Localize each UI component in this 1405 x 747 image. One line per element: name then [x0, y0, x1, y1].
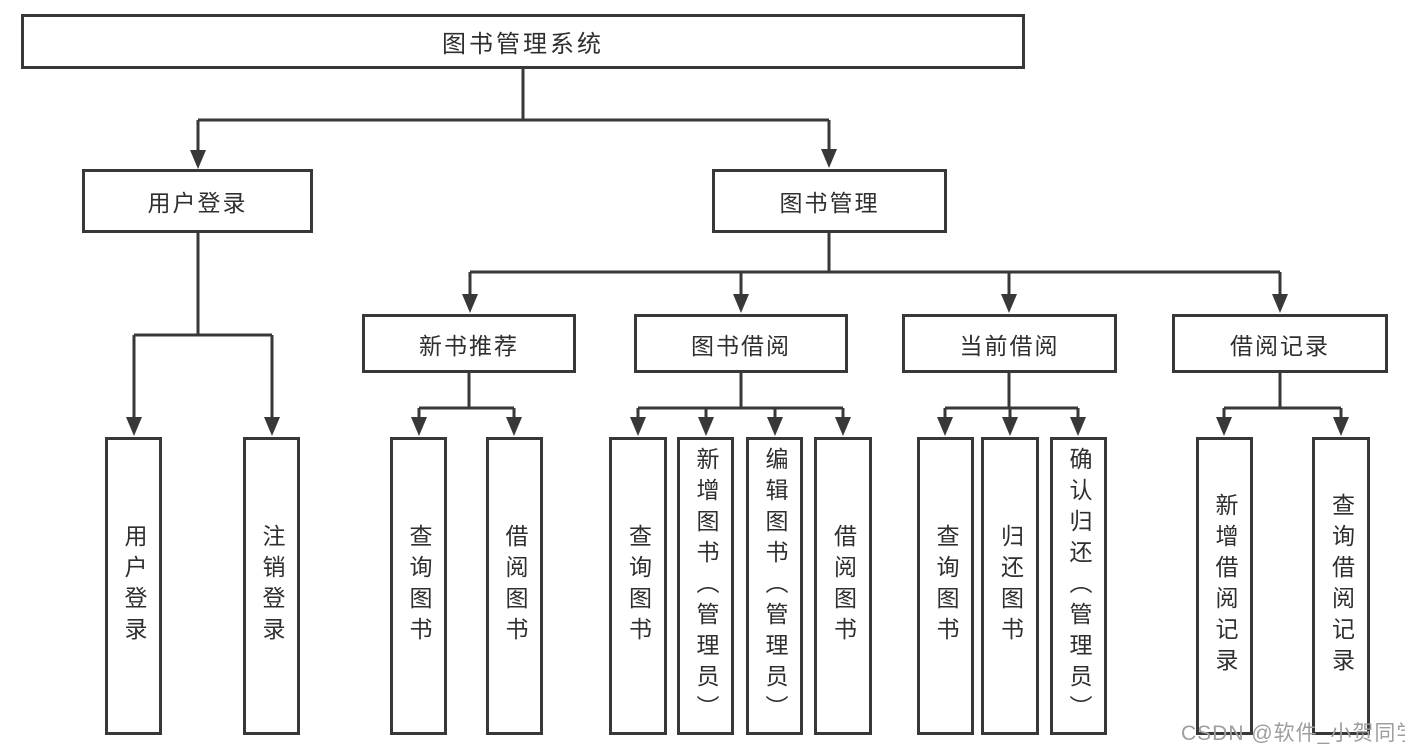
node-leaf-cb-return-book-label: 归还图书 [997, 524, 1024, 648]
arrowhead [767, 417, 783, 436]
node-book-mgmt-branch: 图书管理 [712, 169, 947, 233]
node-book-borrow-label: 图书借阅 [691, 332, 791, 359]
node-leaf-cb-confirm-return-label: 确认归还（管理员） [1066, 446, 1092, 726]
node-leaf-cb-confirm-return: 确认归还（管理员） [1050, 437, 1107, 735]
node-borrow-records-label: 借阅记录 [1230, 332, 1330, 359]
arrowhead [698, 417, 714, 436]
node-leaf-bb-edit-book: 编辑图书（管理员） [746, 437, 803, 735]
node-leaf-bb-query-book: 查询图书 [609, 437, 667, 735]
node-leaf-logout-label: 注销登录 [259, 524, 285, 648]
arrowhead [1002, 417, 1018, 436]
node-book-borrow: 图书借阅 [634, 314, 848, 373]
arrowhead [1216, 417, 1232, 436]
node-current-borrow-label: 当前借阅 [959, 332, 1060, 359]
node-user-login-branch: 用户登录 [82, 169, 313, 233]
arrowhead [506, 417, 522, 436]
node-borrow-records: 借阅记录 [1172, 314, 1388, 373]
node-leaf-cb-return-book: 归还图书 [981, 437, 1039, 735]
node-leaf-nbr-borrow-book: 借阅图书 [486, 437, 543, 735]
arrowhead [1272, 294, 1288, 313]
connector-new-book-rec-to-leaves [417, 372, 516, 420]
node-user-login-branch-label: 用户登录 [147, 190, 248, 216]
node-book-mgmt-branch-label: 图书管理 [779, 190, 880, 216]
arrowhead [264, 417, 280, 436]
arrowhead [462, 294, 478, 313]
arrowhead [190, 150, 206, 169]
node-leaf-bb-borrow-book: 借阅图书 [814, 437, 872, 735]
arrowhead [937, 417, 953, 436]
connector-current-borrow-to-leaves [943, 372, 1080, 420]
arrowhead [126, 417, 142, 436]
node-leaf-logout: 注销登录 [243, 437, 300, 735]
arrowhead [630, 417, 646, 436]
arrowhead [835, 417, 851, 436]
node-leaf-br-query-record-label: 查询借阅记录 [1328, 493, 1355, 679]
node-leaf-br-query-record: 查询借阅记录 [1312, 437, 1370, 735]
node-leaf-bb-add-book-label: 新增图书（管理员） [693, 446, 719, 726]
arrowhead [411, 417, 427, 436]
arrowhead [1333, 417, 1349, 436]
arrowhead [821, 149, 837, 168]
connector-user-login-to-leaves [132, 233, 274, 420]
node-leaf-br-add-record: 新增借阅记录 [1196, 437, 1253, 735]
node-leaf-user-login-label: 用户登录 [121, 524, 147, 648]
node-leaf-nbr-query-book: 查询图书 [390, 437, 447, 735]
node-new-book-rec: 新书推荐 [362, 314, 576, 373]
node-leaf-bb-query-book-label: 查询图书 [625, 524, 652, 648]
node-leaf-nbr-borrow-book-label: 借阅图书 [502, 524, 528, 648]
connector-book-mgmt-to-level3 [468, 232, 1282, 297]
node-leaf-bb-borrow-book-label: 借阅图书 [830, 524, 857, 648]
node-leaf-cb-query-book-label: 查询图书 [933, 524, 959, 648]
node-root-label: 图书管理系统 [442, 31, 604, 58]
connector-root-to-level2 [196, 69, 831, 153]
node-leaf-user-login: 用户登录 [105, 437, 162, 735]
connector-borrow-records-to-leaves [1222, 372, 1343, 420]
arrowheads [126, 149, 1349, 436]
arrowhead [1001, 294, 1017, 313]
node-leaf-nbr-query-book-label: 查询图书 [406, 524, 432, 648]
node-current-borrow: 当前借阅 [902, 314, 1117, 373]
node-leaf-br-add-record-label: 新增借阅记录 [1212, 493, 1238, 679]
node-leaf-bb-edit-book-label: 编辑图书（管理员） [762, 446, 788, 726]
csdn-watermark: CSDN @软件_小贺同学 [1181, 722, 1405, 745]
node-leaf-bb-add-book: 新增图书（管理员） [677, 437, 734, 735]
node-root: 图书管理系统 [21, 14, 1025, 69]
arrowhead [1070, 417, 1086, 436]
connector-book-borrow-to-leaves [636, 372, 845, 420]
arrowhead [733, 294, 749, 313]
node-leaf-cb-query-book: 查询图书 [917, 437, 974, 735]
node-new-book-rec-label: 新书推荐 [419, 332, 519, 359]
